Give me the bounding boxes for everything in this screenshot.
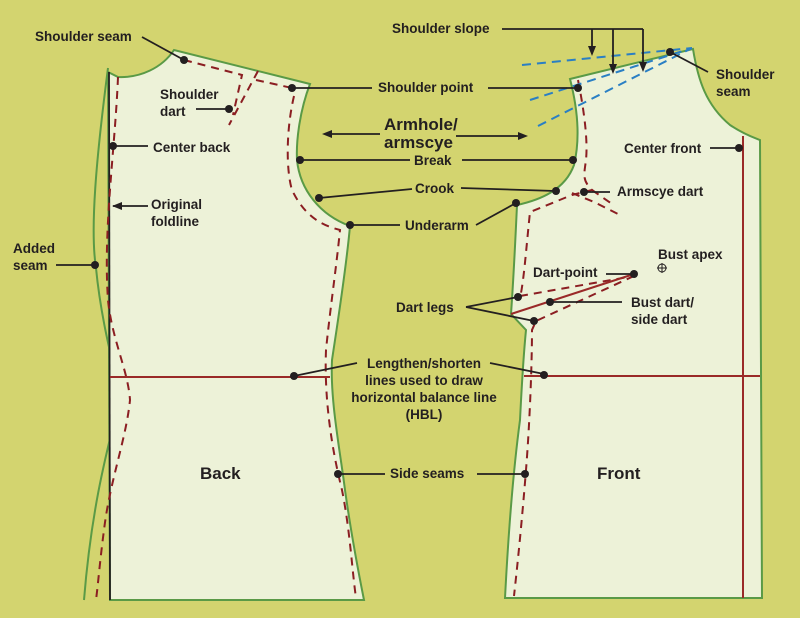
bust-dart-centerline xyxy=(510,273,635,315)
leader-dots xyxy=(91,48,743,478)
label-hbl: Lengthen/shorten lines used to draw hori… xyxy=(351,356,497,422)
label-armscye-dart: Armscye dart xyxy=(617,184,704,199)
label-crook: Crook xyxy=(415,181,455,196)
front-piece xyxy=(503,47,764,599)
shoulder-slope-lines xyxy=(521,47,693,127)
label-bust-dart: Bust dart/ side dart xyxy=(631,295,695,327)
back-outline xyxy=(106,48,366,601)
arrow-heads xyxy=(112,46,647,210)
front-outline xyxy=(503,47,764,599)
label-dart-legs: Dart legs xyxy=(396,300,454,315)
label-original-foldline: Original foldline xyxy=(151,197,203,229)
label-shoulder-seam-back: Shoulder seam xyxy=(35,29,132,44)
label-dart-point: Dart-point xyxy=(533,265,598,280)
label-bust-apex: Bust apex xyxy=(658,247,723,262)
label-added-seam: Added seam xyxy=(13,241,55,273)
front-armhole-dashed xyxy=(519,79,594,299)
piece-title-front: Front xyxy=(597,464,641,483)
crosshair-circle-icon xyxy=(657,263,667,273)
label-shoulder-slope: Shoulder slope xyxy=(392,21,490,36)
label-center-front: Center front xyxy=(624,141,702,156)
label-side-seams: Side seams xyxy=(390,466,465,481)
label-shoulder-seam-front: Shoulder seam xyxy=(716,67,775,99)
center-back-line xyxy=(108,71,111,601)
label-armhole: Armhole/ armscye xyxy=(384,115,458,152)
label-center-back: Center back xyxy=(153,140,231,155)
back-shoulder-dashed xyxy=(183,59,293,126)
label-shoulder-dart: Shoulder dart xyxy=(160,87,219,119)
back-armhole-dashed xyxy=(286,95,357,599)
label-shoulder-point: Shoulder point xyxy=(378,80,474,95)
piece-title-back: Back xyxy=(200,464,241,483)
back-piece xyxy=(83,48,366,601)
label-break: Break xyxy=(414,153,452,168)
label-underarm: Underarm xyxy=(405,218,469,233)
bust-dart-legs-dashed xyxy=(513,275,635,597)
back-seam-dashed-left xyxy=(95,76,132,601)
